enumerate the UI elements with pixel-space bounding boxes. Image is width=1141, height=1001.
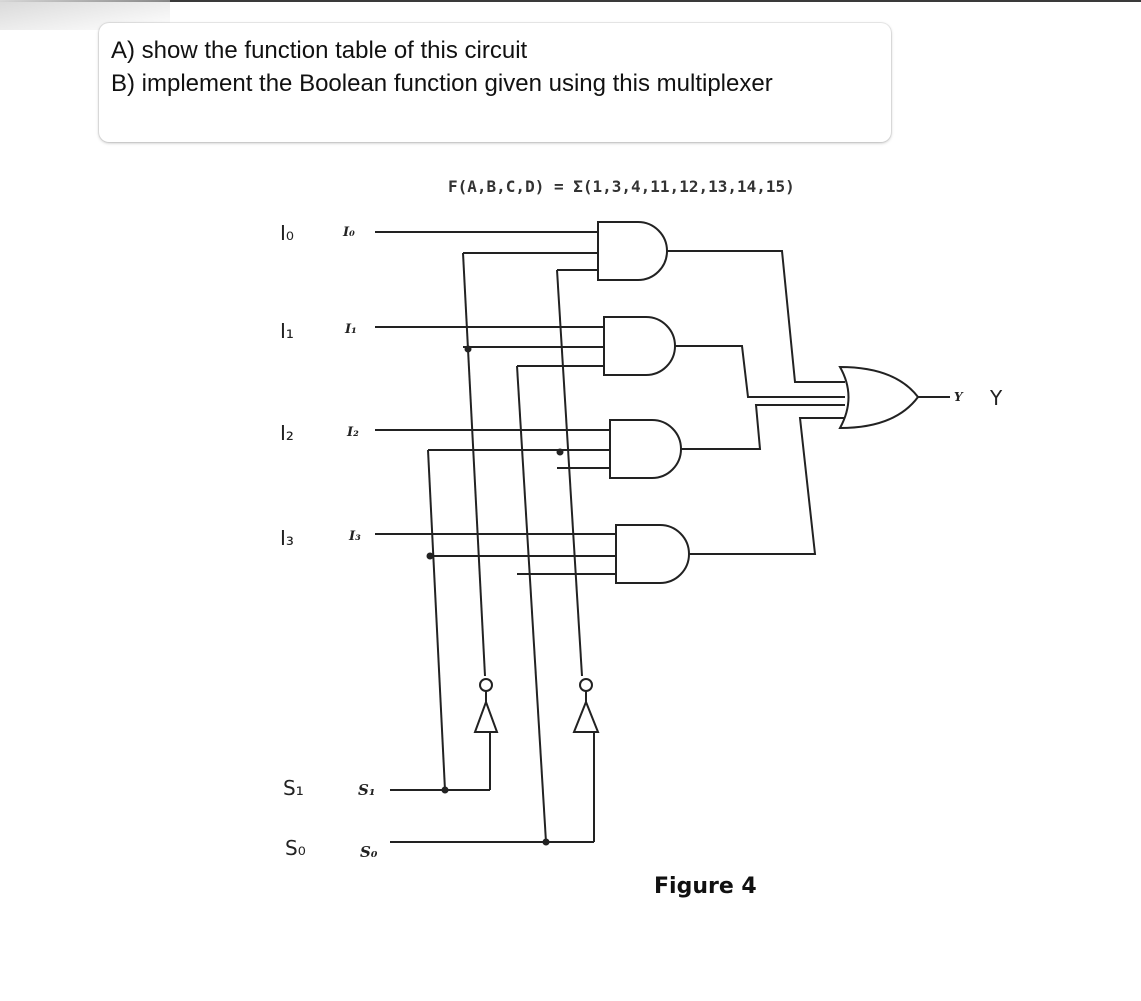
inverter-s0	[572, 699, 600, 733]
printed-label-i2: I₂	[346, 425, 359, 440]
handwritten-label-i1: I₁	[280, 319, 294, 343]
handwritten-label-i2: I₂	[280, 421, 294, 445]
printed-label-i0: I₀	[342, 225, 355, 240]
question-part-a: A) show the function table of this circu…	[111, 37, 528, 64]
handwritten-label-s1: S₁	[283, 776, 304, 800]
and-gate-1	[603, 316, 676, 376]
question-card: A) show the function table of this circu…	[99, 23, 891, 142]
boolean-function: F(A,B,C,D) = Σ(1,3,4,11,12,13,14,15)	[448, 177, 795, 196]
handwritten-label-s0: S₀	[285, 836, 306, 860]
bus-s1	[427, 449, 446, 791]
or-gate	[838, 365, 920, 430]
top-border	[0, 0, 1141, 2]
printed-label-i1: I₁	[344, 322, 357, 337]
printed-label-s0: S₀	[360, 843, 378, 861]
inverter-s1	[473, 699, 499, 733]
question-part-b: B) implement the Boolean function given …	[111, 70, 773, 97]
handwritten-label-i0: I₀	[280, 221, 294, 245]
and-gate-3	[615, 524, 690, 584]
handwritten-label-i3: I₃	[280, 526, 294, 550]
bus-s0-inverted	[556, 269, 583, 677]
bus-s0	[516, 365, 547, 843]
printed-label-y: Y	[954, 390, 964, 404]
figure-caption: Figure 4	[654, 874, 757, 899]
wire-and0-to-or	[667, 250, 845, 383]
and-gate-2	[609, 419, 682, 479]
bus-s1-inverted	[462, 252, 486, 677]
handwritten-label-y: Y	[989, 386, 1003, 410]
printed-label-i3: I₃	[348, 529, 361, 544]
printed-label-s1: S₁	[358, 781, 375, 799]
and-gate-0	[597, 221, 668, 281]
